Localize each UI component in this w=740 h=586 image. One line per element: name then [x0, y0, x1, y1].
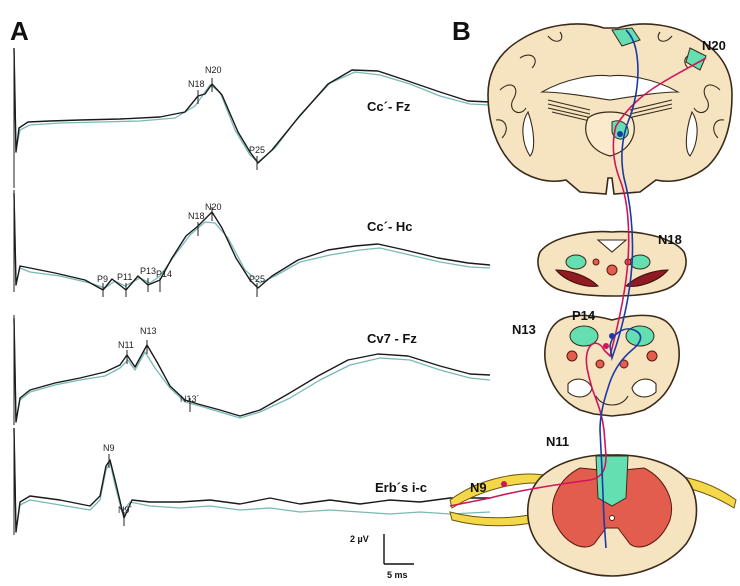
- medulla-red-nucleus-1: [566, 350, 578, 362]
- medulla-olive-right: [631, 378, 657, 398]
- trace-4-black: [13, 427, 490, 533]
- peak-label-n9: N9: [103, 443, 115, 453]
- blue-medulla-relay: [609, 333, 615, 339]
- pons-raphe-nucleus: [606, 264, 618, 276]
- somatosensory-pathways: [449, 29, 707, 549]
- peak-label-n20-1: N20: [205, 65, 222, 75]
- magenta-pathway: [449, 57, 707, 507]
- brain-gyri-right: [657, 31, 725, 139]
- trace-1-teal: [13, 49, 491, 163]
- brain-coronal-section: [487, 23, 733, 195]
- cortex-n20-region: [611, 27, 707, 71]
- medulla-red-nucleus-2: [646, 350, 658, 362]
- trace-channel-1: Cc´- Fz N18 N20 P25: [13, 47, 491, 188]
- trace-4-teal: [13, 429, 491, 531]
- spinal-grey-matter: [552, 467, 672, 548]
- peak-label-n20-2: N20: [205, 202, 222, 212]
- peak-label-p9: P9: [97, 274, 108, 284]
- trace-channel-3: Cv7 - Fz N11 N13 N13´: [13, 315, 491, 425]
- spinal-cord-section: [449, 454, 737, 577]
- channel-3-label: Cv7 - Fz: [367, 331, 417, 346]
- label-n9: N9: [470, 480, 487, 495]
- peak-label-n9-prime: N9´: [118, 505, 133, 515]
- peak-label-p11: P11: [117, 272, 132, 282]
- medulla-nucleus-left: [569, 325, 599, 347]
- magenta-dorsal-root-ganglion: [501, 481, 507, 487]
- trace-channel-2: Cc´- Hc N18 N20 P9 P11 P13 P14 P25: [13, 190, 491, 297]
- label-n13: N13: [512, 322, 536, 337]
- corpus-callosum: [539, 75, 681, 101]
- pons-tract-right: [624, 269, 670, 287]
- scale-amplitude-label: 2 µV: [350, 534, 369, 544]
- label-n18: N18: [658, 232, 682, 247]
- channel-4-label: Erb´s i-c: [375, 480, 427, 495]
- scale-time-label: 5 ms: [387, 570, 408, 580]
- medulla-outline: [544, 314, 680, 417]
- trace-channel-4: Erb´s i-c N9 N9´: [13, 427, 491, 535]
- medulla-red-nucleus-3: [595, 359, 605, 369]
- peak-label-p14: P14: [156, 269, 172, 279]
- panel-a: A Cc´- Fz N18 N20 P25 Cc´- Hc N18 N20 P9: [10, 16, 491, 580]
- peak-label-p25-1: P25: [249, 145, 265, 155]
- label-n11: N11: [546, 434, 569, 449]
- brain-gyri-left: [495, 31, 563, 139]
- pons-section: [537, 230, 687, 297]
- lateral-ventricle-left: [522, 110, 535, 157]
- blue-pathway: [599, 29, 642, 549]
- peak-label-n13: N13: [140, 326, 157, 336]
- trace-1-black: [13, 47, 491, 164]
- trace-3-black: [13, 317, 491, 423]
- label-p14: P14: [572, 308, 596, 323]
- blue-thalamus-relay: [617, 131, 623, 137]
- central-canal: [609, 515, 615, 521]
- cerebral-hemispheres: [487, 23, 733, 195]
- fourth-ventricle-pons: [596, 239, 628, 253]
- scale-bar: 2 µV 5 ms: [350, 534, 414, 580]
- medulla-section: [544, 314, 680, 417]
- peak-label-n11: N11: [118, 340, 134, 350]
- internal-capsule-fibers: [547, 99, 673, 123]
- pons-tract-left: [554, 269, 600, 287]
- peak-label-p25-2: P25: [249, 274, 265, 284]
- peak-label-n13-prime: N13´: [180, 394, 200, 404]
- panel-b: B: [449, 16, 737, 577]
- dorsal-columns: [595, 455, 629, 507]
- pons-nucleus-left: [565, 254, 587, 270]
- medulla-pyramids: [595, 395, 629, 406]
- peak-label-n18-1: N18: [188, 79, 205, 89]
- panel-b-letter: B: [452, 16, 471, 46]
- panel-a-letter: A: [10, 16, 29, 46]
- channel-1-label: Cc´- Fz: [367, 99, 411, 114]
- magenta-medulla-relay: [603, 343, 609, 349]
- peak-label-n18-2: N18: [188, 211, 205, 221]
- pons-small-nucleus-1: [592, 258, 600, 266]
- trace-3-teal: [13, 319, 491, 421]
- peak-label-p13: P13: [140, 266, 156, 276]
- channel-2-label: Cc´- Hc: [367, 219, 413, 234]
- label-n20: N20: [702, 38, 726, 53]
- lateral-ventricle-right: [685, 110, 698, 157]
